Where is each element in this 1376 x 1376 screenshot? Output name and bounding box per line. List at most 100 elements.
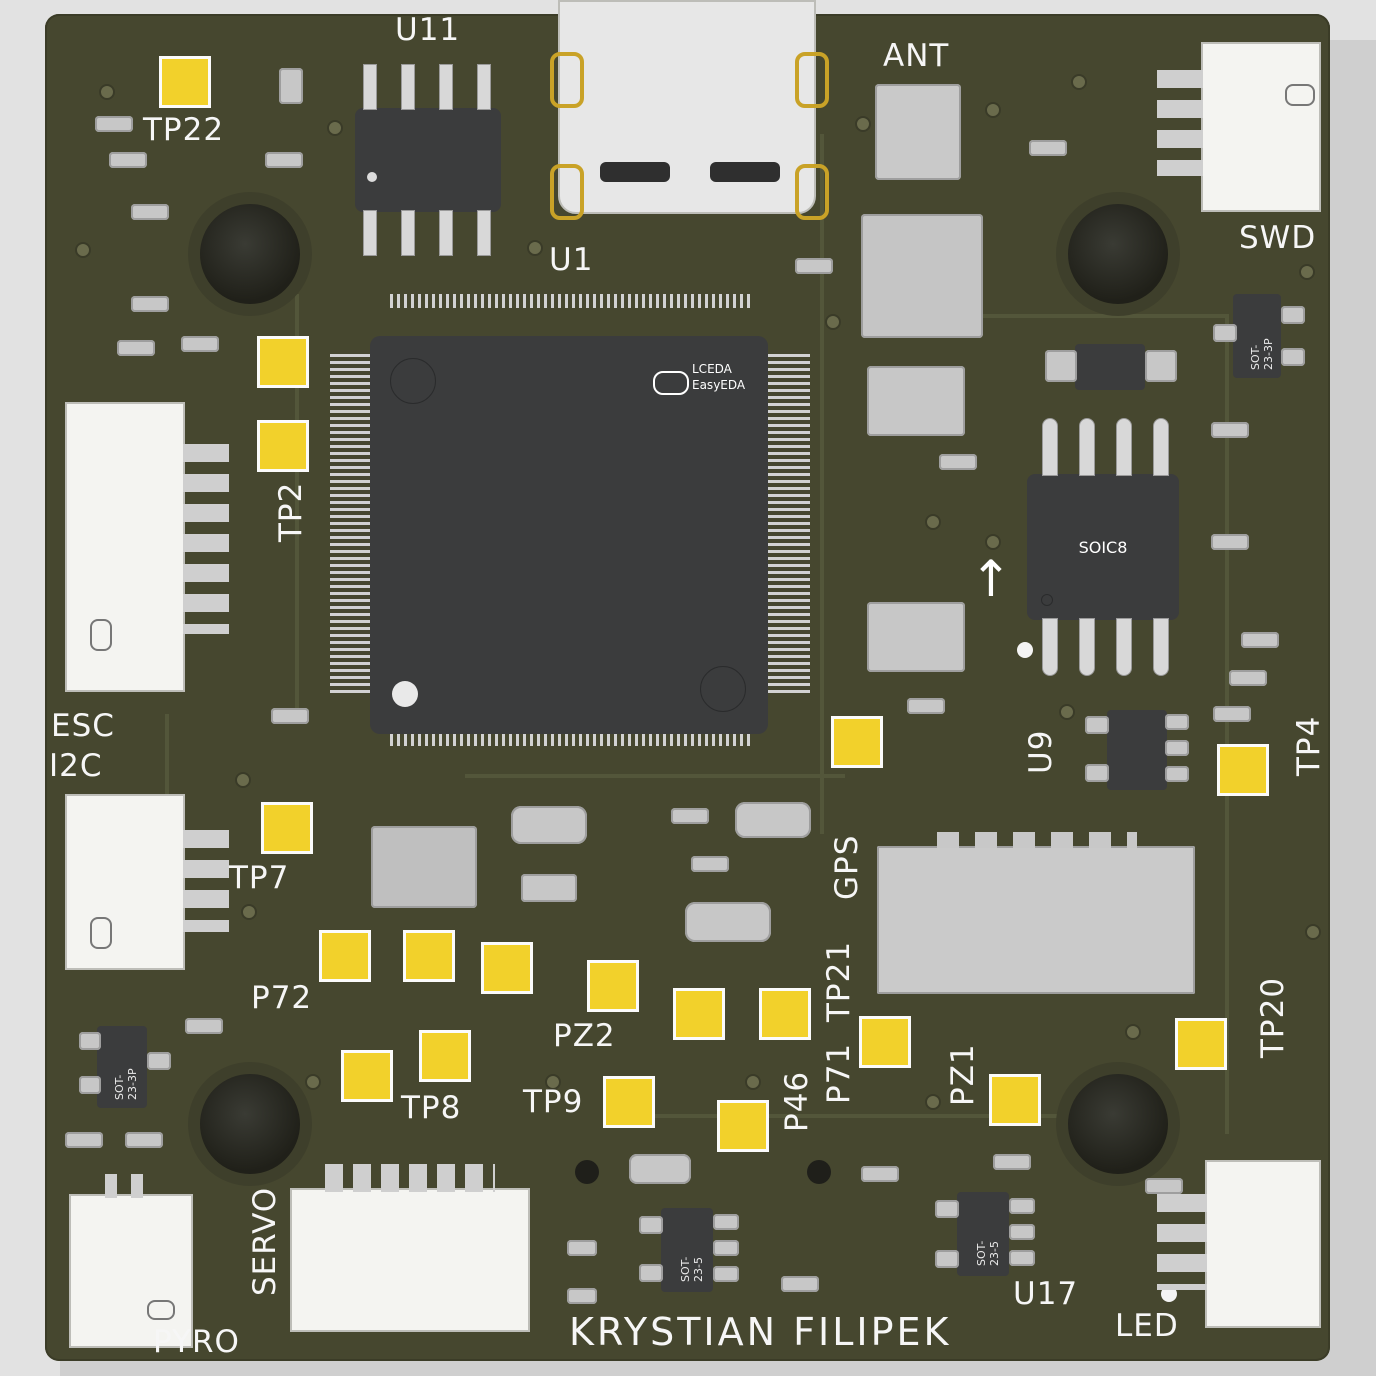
mcu-pins-bottom [390,732,750,746]
via [75,242,91,258]
via [235,772,251,788]
label-i2c: I2C [49,748,103,784]
label-tp22: TP22 [143,112,225,148]
label-servo: SERVO [247,1186,283,1296]
chip-pad [1165,714,1189,730]
usb-c-connector [558,0,816,214]
resistor [125,1132,163,1148]
chip-pad [639,1216,663,1234]
tp2-pad[interactable] [257,420,309,472]
pyro-connector[interactable] [69,1194,193,1348]
via [1125,1024,1141,1040]
p72-pad[interactable] [319,930,371,982]
chip-pin [1116,618,1132,676]
chip-pin [1042,618,1058,676]
resistor [795,258,833,274]
chip-pin [1153,418,1169,476]
resistor [1229,670,1267,686]
chip-pad [713,1214,739,1230]
via [855,116,871,132]
resistor [1029,140,1067,156]
test-pad[interactable] [831,716,883,768]
chip-pad [1213,324,1237,342]
mcu-chip: LCEDA EasyEDA [370,336,768,734]
trace [295,294,299,714]
chip-pad [1085,716,1109,734]
resistor [109,152,147,168]
via [925,514,941,530]
chip-pad [713,1266,739,1282]
via [745,1074,761,1090]
cloud-logo-icon [90,619,112,651]
tp20-pad[interactable] [1175,1018,1227,1070]
inductor [371,826,477,908]
chip-pad [147,1052,171,1070]
test-pad[interactable] [257,336,309,388]
pin1-marker [1041,594,1053,606]
p71-pad[interactable] [859,1016,911,1068]
resistor [1213,706,1251,722]
resistor [1211,534,1249,550]
tp9-pad[interactable] [603,1076,655,1128]
mcu-pins-left [330,354,372,694]
label-tp9: TP9 [523,1084,584,1120]
resistor [65,1132,103,1148]
label-esc: ESC [51,708,115,744]
tp8-pad[interactable] [419,1030,471,1082]
resistor [1211,422,1249,438]
led-connector[interactable] [1205,1160,1321,1328]
servo-connector[interactable] [290,1188,530,1332]
chip-pad [639,1264,663,1282]
label-led: LED [1115,1308,1179,1344]
trace [465,774,845,778]
resistor [185,1018,223,1034]
swd-connector[interactable] [1201,42,1321,212]
label-u9: U9 [1023,729,1059,774]
resistor [1145,1178,1183,1194]
usb-c-shield-pad [795,52,829,108]
chip-pin [439,64,453,110]
sot23-3p-label: SOT-23-3P [1249,338,1275,370]
esc-connector[interactable] [65,402,185,692]
test-pad[interactable] [481,942,533,994]
u17-chip: SOT-23-5 [957,1192,1009,1276]
resistor [939,454,977,470]
test-pad[interactable] [341,1050,393,1102]
arrow-up-icon: ↑ [970,550,1012,608]
chip-pin [1116,418,1132,476]
label-u17: U17 [1013,1276,1079,1312]
chip-pad [713,1240,739,1256]
test-pad[interactable] [673,988,725,1040]
tp4-pad[interactable] [1217,744,1269,796]
tp22-pad[interactable] [159,56,211,108]
cloud-logo-icon [653,371,689,395]
chip-pad [1009,1250,1035,1266]
label-p71: P71 [821,1042,857,1104]
capacitor [629,1154,691,1184]
pz2-pad[interactable] [587,960,639,1012]
chip-pin [477,64,491,110]
cloud-logo-icon [90,917,112,949]
i2c-connector[interactable] [65,794,185,970]
mcu-brand-line2: EasyEDA [692,378,746,392]
tp7-pad[interactable] [261,802,313,854]
swd-connector-pins [1157,70,1203,176]
chip-pad [935,1200,959,1218]
smd-block [867,366,965,436]
mounting-hole-top-left [188,192,312,316]
label-tp21: TP21 [821,940,857,1022]
sot23-5-label: SOT-23-5 [975,1240,1001,1266]
label-pz1: PZ1 [945,1043,981,1106]
chip-pin [439,210,453,256]
resistor [781,1276,819,1292]
pz1-pad[interactable] [989,1074,1041,1126]
resistor [181,336,219,352]
resistor [691,856,729,872]
chip-pad [1165,766,1189,782]
capacitor [685,902,771,942]
p46-pad[interactable] [717,1100,769,1152]
test-pad[interactable] [403,930,455,982]
test-pad[interactable] [759,988,811,1040]
mounting-hole-bottom-right [1056,1062,1180,1186]
usb-c-slot-left [600,162,670,182]
